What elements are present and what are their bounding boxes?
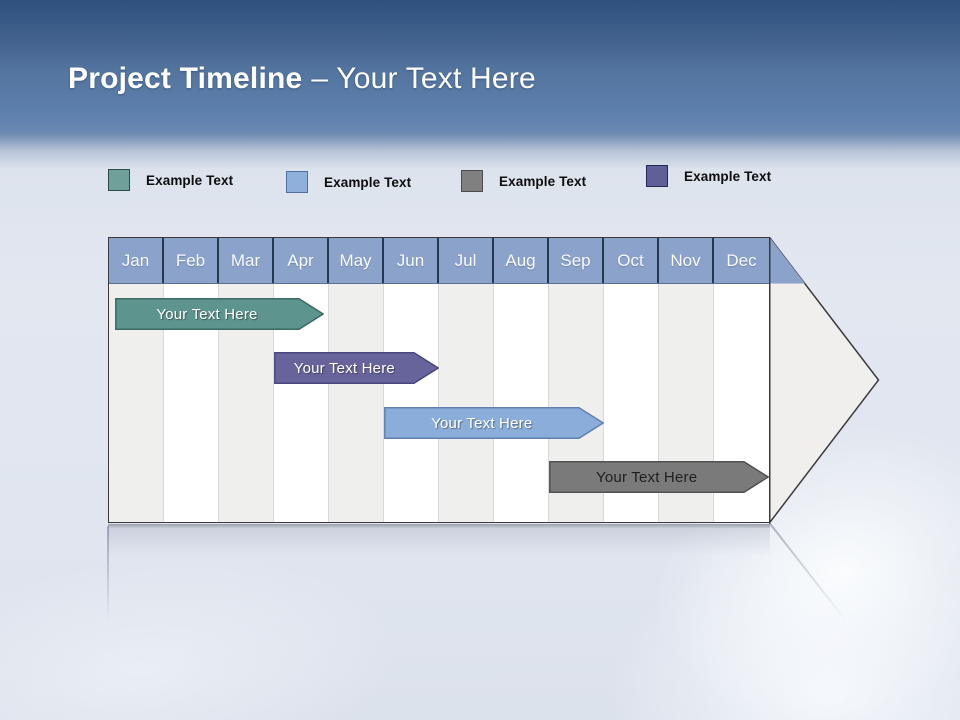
arrowhead-body: [769, 237, 880, 525]
legend-label: Example Text: [324, 174, 412, 190]
legend-label: Example Text: [684, 168, 772, 184]
timeline-bar[interactable]: Your Text Here: [384, 407, 605, 439]
bar-label: Your Text Here: [156, 305, 258, 323]
month-header-aug: Aug: [494, 238, 549, 283]
legend-label: Example Text: [499, 173, 587, 189]
arrowhead-header-fragment: [770, 238, 805, 284]
legend-swatch: [286, 171, 308, 193]
timeline-grid: [109, 284, 769, 522]
month-header-may: May: [329, 238, 384, 283]
bar-arrow-shape: [549, 461, 770, 493]
bar-label: Your Text Here: [293, 359, 395, 377]
legend-label: Example Text: [146, 172, 234, 188]
ribbon-decoration: [610, 540, 960, 720]
grid-column-aug: [494, 284, 549, 522]
month-header-jun: Jun: [384, 238, 439, 283]
month-header-nov: Nov: [659, 238, 714, 283]
bar-label: Your Text Here: [431, 414, 533, 432]
month-header-apr: Apr: [274, 238, 329, 283]
legend-item-4[interactable]: Example Text: [646, 165, 771, 187]
timeline-reflection: [107, 526, 109, 621]
legend-item-1[interactable]: Example Text: [108, 169, 233, 191]
timeline-bar[interactable]: Your Text Here: [115, 298, 324, 330]
legend-item-3[interactable]: Example Text: [461, 170, 586, 192]
bar-label: Your Text Here: [596, 468, 698, 486]
timeline-reflection: [108, 524, 770, 528]
month-header-dec: Dec: [726, 250, 757, 270]
ribbon-decoration: [0, 533, 411, 720]
legend-swatch: [646, 165, 668, 187]
month-header-mar: Mar: [219, 238, 274, 283]
legend-swatch: [108, 169, 130, 191]
legend-item-2[interactable]: Example Text: [286, 171, 411, 193]
month-header-sep: Sep: [549, 238, 604, 283]
bar-arrow-shape: [384, 407, 605, 439]
month-header-oct: Oct: [604, 238, 659, 283]
timeline-bar[interactable]: Your Text Here: [274, 352, 440, 384]
month-header-feb: Feb: [164, 238, 219, 283]
grid-column-jul: [439, 284, 494, 522]
timeline-reflection: [108, 528, 770, 556]
grid-column-jun: [384, 284, 439, 522]
bar-arrow-shape: [274, 352, 440, 384]
timeline-arrowhead: [769, 237, 880, 525]
grid-column-may: [329, 284, 384, 522]
page-title-bold: Project Timeline: [68, 62, 303, 95]
bar-arrow-shape: [115, 298, 324, 330]
month-header-jul: Jul: [439, 238, 494, 283]
month-header-jan: Jan: [109, 238, 164, 283]
timeline-bar[interactable]: Your Text Here: [549, 461, 770, 493]
page-title-regular: – Your Text Here: [311, 62, 536, 95]
page-title[interactable]: Project Timeline– Your Text Here: [68, 62, 536, 96]
legend-swatch: [461, 170, 483, 192]
